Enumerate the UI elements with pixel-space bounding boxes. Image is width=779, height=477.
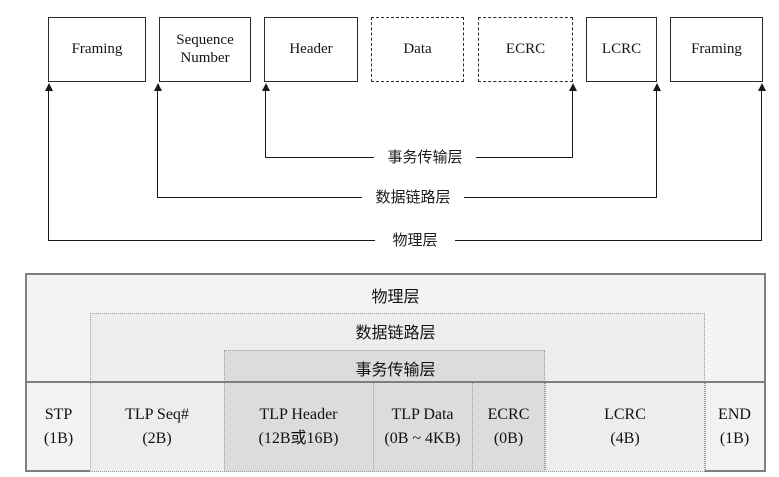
nested-box-transaction-layer — [224, 350, 545, 472]
field-box-header: Header — [264, 17, 358, 82]
packet-cell-row: STP (1B) TLP Seq# (2B) TLP Header (12B或1… — [27, 383, 764, 470]
field-label-lcrc: LCRC — [601, 40, 642, 57]
table-row-separator — [27, 381, 764, 383]
packet-cell-ecrc-size: (0B) — [493, 429, 524, 447]
field-label-ecrc: ECRC — [505, 40, 546, 57]
nested-title-data-link-layer: 数据链路层 — [355, 325, 436, 342]
bracket-label-data-link-layer: 数据链路层 — [362, 186, 464, 207]
packet-cell-tlp-data-size: (0B ~ 4KB) — [384, 429, 461, 447]
bracket-label-physical-layer: 物理层 — [375, 229, 455, 250]
field-box-ecrc: ECRC — [478, 17, 573, 82]
bracket-arrow-physical-right — [757, 83, 766, 240]
packet-cell-end: END (1B) — [705, 383, 764, 470]
packet-cell-ecrc: ECRC (0B) — [472, 383, 545, 470]
packet-cell-lcrc: LCRC (4B) — [545, 383, 705, 470]
packet-cell-tlp-header-label: TLP Header — [259, 406, 338, 424]
packet-cell-stp-size: (1B) — [43, 429, 74, 447]
bracket-arrow-datalink-right — [652, 83, 661, 197]
packet-cell-tlp-seq-label: TLP Seq# — [125, 406, 189, 424]
packet-cell-ecrc-label: ECRC — [487, 406, 530, 424]
packet-cell-end-label: END — [718, 406, 751, 424]
bracket-arrow-transaction-left — [261, 83, 270, 157]
bracket-arrow-physical-left — [44, 83, 53, 240]
field-box-data: Data — [371, 17, 464, 82]
field-box-framing-right: Framing — [670, 17, 763, 82]
column-divider-2 — [224, 383, 225, 470]
column-divider-4 — [472, 383, 473, 470]
column-divider-1 — [90, 383, 91, 470]
field-label-sequence-number: Sequence Number — [176, 32, 234, 66]
field-label-data: Data — [403, 40, 432, 57]
packet-cell-tlp-data: TLP Data (0B ~ 4KB) — [373, 383, 472, 470]
column-divider-6 — [705, 383, 706, 470]
packet-cell-tlp-seq: TLP Seq# (2B) — [90, 383, 224, 470]
layered-packet-table: 物理层 数据链路层 事务传输层 STP (1B) TLP Seq# (2B) T… — [25, 273, 766, 472]
packet-cell-lcrc-size: (4B) — [610, 429, 640, 447]
packet-cell-tlp-data-label: TLP Data — [391, 406, 454, 424]
field-label-framing-left: Framing — [71, 40, 123, 57]
packet-cell-tlp-header: TLP Header (12B或16B) — [224, 383, 373, 470]
bracket-arrow-transaction-right — [568, 83, 577, 157]
packet-cell-tlp-seq-size: (2B) — [142, 429, 172, 447]
column-divider-3 — [373, 383, 374, 470]
field-label-header: Header — [289, 40, 333, 57]
bracket-arrow-datalink-left — [153, 83, 162, 197]
packet-cell-stp-label: STP — [44, 406, 73, 424]
packet-cell-end-size: (1B) — [719, 429, 750, 447]
packet-cell-tlp-header-size: (12B或16B) — [258, 429, 339, 447]
field-box-sequence-number: Sequence Number — [159, 17, 251, 82]
nested-title-transaction-layer: 事务传输层 — [355, 362, 436, 379]
field-box-lcrc: LCRC — [586, 17, 657, 82]
packet-cell-stp: STP (1B) — [27, 383, 90, 470]
nested-title-physical-layer: 物理层 — [371, 289, 420, 306]
field-box-framing-left: Framing — [48, 17, 146, 82]
field-label-framing-right: Framing — [691, 40, 742, 57]
bracket-label-transaction-layer: 事务传输层 — [374, 146, 476, 167]
packet-cell-lcrc-label: LCRC — [604, 406, 646, 424]
column-divider-5 — [545, 383, 546, 470]
